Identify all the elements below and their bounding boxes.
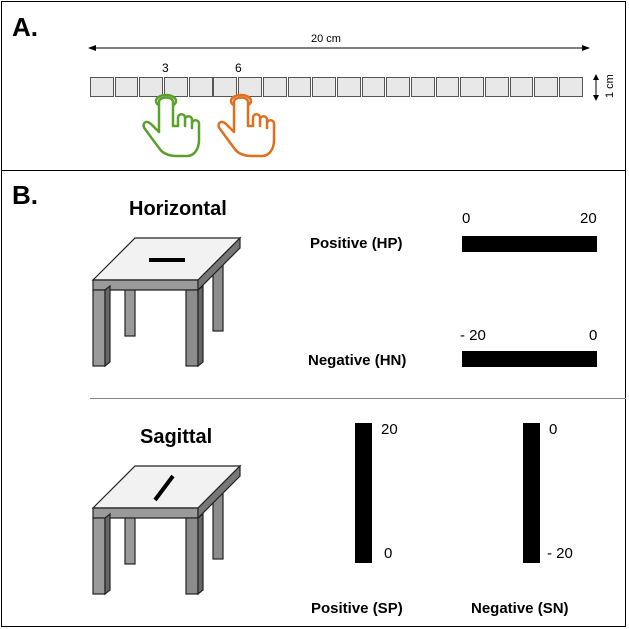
ruler-cell xyxy=(534,77,559,97)
ruler-cell xyxy=(213,77,238,97)
ruler-cell xyxy=(336,77,361,97)
ruler-cell xyxy=(287,77,312,97)
sn-bar xyxy=(523,423,540,563)
pointing-hand-icon-orange xyxy=(217,93,276,158)
sp-top-tick: 20 xyxy=(381,421,398,438)
ruler-cell xyxy=(435,77,460,97)
ruler-cell xyxy=(410,77,435,97)
mark-3-label: 3 xyxy=(162,61,169,75)
ruler-cell xyxy=(312,77,336,97)
ruler-cell xyxy=(361,77,386,97)
sn-top-tick: 0 xyxy=(549,421,558,438)
mark-6-label: 6 xyxy=(235,61,242,75)
horizontal-title: Horizontal xyxy=(129,198,227,220)
ruler-cell xyxy=(114,77,139,97)
ruler-cell xyxy=(90,77,114,97)
ruler-cell xyxy=(460,77,485,97)
ruler-strip xyxy=(90,77,584,97)
ruler-cell xyxy=(262,77,287,97)
length-arrow xyxy=(88,45,599,101)
ruler-cell xyxy=(164,77,188,97)
hn-start-tick: - 20 xyxy=(460,327,486,344)
ruler-cell xyxy=(188,77,213,97)
ruler-cell xyxy=(485,77,509,97)
panel-a-label: A. xyxy=(12,12,38,42)
pointing-hand-icon-green xyxy=(142,93,201,158)
ruler-cell xyxy=(139,77,164,97)
sagittal-title: Sagittal xyxy=(140,426,213,448)
section-divider xyxy=(90,398,626,399)
hn-bar xyxy=(462,351,597,367)
sp-bottom-tick: 0 xyxy=(384,545,393,562)
width-label: 1 cm xyxy=(604,74,616,98)
sp-bar xyxy=(355,423,372,563)
sn-bottom-tick: - 20 xyxy=(547,545,573,562)
length-label: 20 cm xyxy=(311,33,341,45)
ruler-cell xyxy=(386,77,411,97)
table-sagittal-illustration xyxy=(91,464,242,596)
hp-end-tick: 20 xyxy=(580,210,597,227)
hn-end-tick: 0 xyxy=(589,327,598,344)
table-horizontal-illustration xyxy=(91,236,242,368)
hn-label: Negative (HN) xyxy=(308,352,407,369)
ruler-cell xyxy=(559,77,583,97)
ruler-cell xyxy=(238,77,262,97)
sn-label: Negative (SN) xyxy=(471,600,569,617)
sp-label: Positive (SP) xyxy=(311,600,403,617)
hp-start-tick: 0 xyxy=(462,210,471,227)
ruler-cell xyxy=(509,77,534,97)
panel-b-label: B. xyxy=(12,180,38,210)
hp-label: Positive (HP) xyxy=(310,235,403,252)
hp-bar xyxy=(462,236,597,252)
